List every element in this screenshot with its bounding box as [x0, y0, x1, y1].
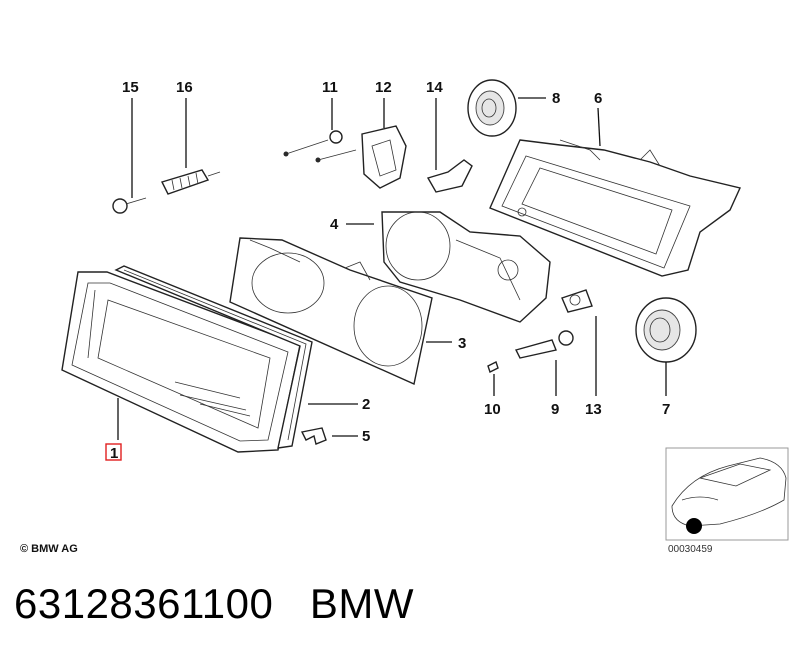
seal-frame-part-2 — [114, 265, 313, 449]
leader-lines — [117, 97, 667, 440]
projector-housing-part-4 — [381, 211, 551, 323]
ring-cap-part-7 — [635, 297, 697, 363]
screw-part-15 — [112, 197, 147, 214]
reflector-part-3 — [229, 237, 433, 385]
callout-4[interactable]: 4 — [330, 216, 339, 233]
callout-8[interactable]: 8 — [552, 90, 560, 107]
copyright-text: © BMW AG — [20, 543, 78, 555]
bulb-part-9 — [514, 330, 574, 359]
adjuster-part-16 — [161, 169, 221, 195]
callout-6[interactable]: 6 — [594, 90, 602, 107]
callout-16[interactable]: 16 — [176, 79, 193, 96]
part-number: 63128361100 — [14, 580, 274, 627]
callout-11[interactable]: 11 — [322, 79, 338, 96]
callout-10[interactable]: 10 — [484, 401, 501, 418]
pin-part-10 — [487, 361, 499, 373]
callout-9[interactable]: 9 — [551, 401, 559, 418]
car-location-thumbnail — [665, 447, 789, 541]
callout-14[interactable]: 14 — [426, 79, 443, 96]
callout-3[interactable]: 3 — [458, 335, 466, 352]
callout-7[interactable]: 7 — [662, 401, 670, 418]
housing-frame-part-6 — [489, 139, 741, 277]
clip-part-5 — [300, 427, 327, 445]
footer-label: 63128361100 BMW — [14, 580, 414, 628]
callout-2[interactable]: 2 — [362, 396, 370, 413]
socket-part-12 — [361, 125, 407, 189]
callout-15[interactable]: 15 — [122, 79, 139, 96]
callout-1[interactable]: 1 — [110, 445, 118, 462]
brand-name: BMW — [309, 580, 414, 627]
headlight-lens-part-1 — [61, 271, 301, 453]
image-id: 00030459 — [668, 544, 713, 555]
callout-13[interactable]: 13 — [585, 401, 602, 418]
callout-1-highlight-box — [105, 443, 122, 461]
ring-cap-part-8 — [467, 79, 517, 137]
bulb-part-13 — [561, 289, 593, 313]
wire-part-11 — [283, 130, 357, 163]
bulb-part-14 — [426, 159, 473, 193]
callout-5[interactable]: 5 — [362, 428, 370, 445]
callout-12[interactable]: 12 — [375, 79, 392, 96]
